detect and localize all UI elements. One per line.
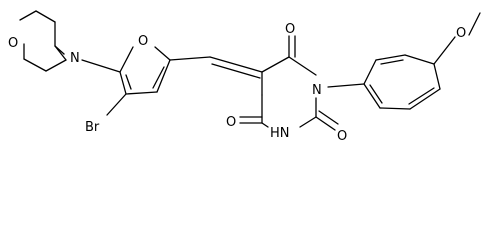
bond (119, 71, 127, 95)
bond (468, 12, 481, 36)
bond (154, 46, 171, 61)
bond (375, 54, 406, 61)
bond (35, 10, 56, 23)
atom-label-o-c4: O (226, 115, 236, 130)
bond (433, 36, 456, 65)
bond (23, 58, 47, 72)
atom-label-n1: N (312, 83, 322, 98)
molecule-svg: O N O Br O O O N HN O (8, 10, 481, 144)
bond (152, 66, 165, 89)
bond (156, 59, 171, 93)
atom-label-o-methoxy: O (456, 26, 466, 41)
phenyl-ring (363, 54, 441, 110)
bond (81, 59, 121, 73)
bond (408, 87, 435, 105)
bond (363, 59, 377, 85)
bond (318, 110, 339, 125)
bond (288, 56, 317, 76)
bond (369, 84, 383, 104)
structure-diagram: O N O Br O O O N HN O (8, 10, 481, 144)
atom-label-o-furan: O (138, 34, 148, 49)
atom-label-br: Br (85, 120, 100, 135)
morpholine-ring (19, 10, 67, 72)
atom-label-o-c6: O (285, 22, 295, 37)
bond (125, 91, 158, 95)
atom-label-n-morpholine: N (70, 51, 80, 66)
bond (409, 88, 441, 110)
bond (106, 93, 127, 116)
bond (209, 56, 263, 73)
furan-ring (119, 46, 171, 95)
bond (211, 63, 261, 79)
atom-label-n3h: HN (270, 126, 290, 141)
bond (433, 63, 441, 90)
atom-label-o-morpholine: O (8, 36, 18, 51)
bond (54, 45, 67, 61)
bond (119, 46, 134, 73)
bond (404, 54, 435, 65)
bond (19, 10, 37, 21)
bond (379, 107, 411, 110)
bond (169, 56, 211, 61)
bond (261, 122, 269, 128)
bond (45, 59, 67, 72)
bond (315, 116, 336, 131)
bond (125, 74, 132, 90)
bond (363, 83, 381, 109)
bond (327, 83, 365, 88)
pyrimidine-ring (261, 56, 317, 128)
bond (261, 56, 290, 73)
bond (380, 59, 404, 65)
bond (299, 116, 317, 128)
atom-label-o-c2: O (337, 129, 347, 144)
